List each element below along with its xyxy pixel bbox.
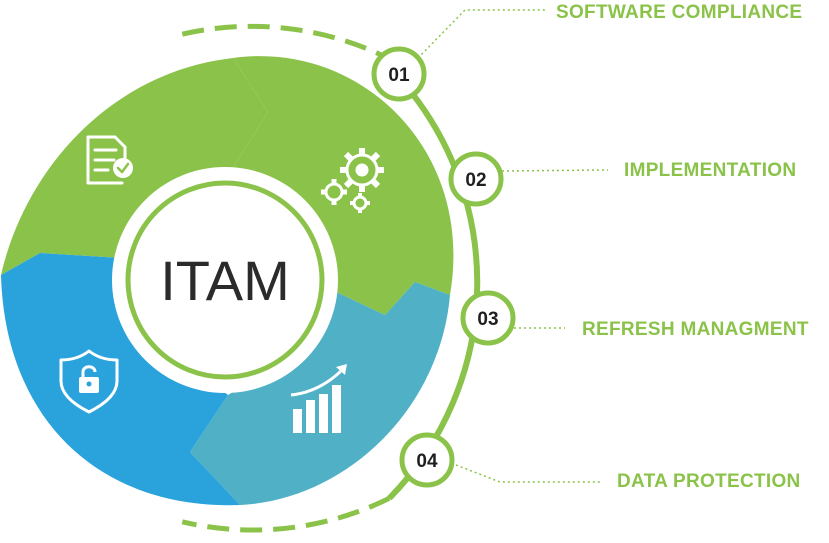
step-number-01: 01 (371, 46, 427, 102)
outer-dashed-arc (181, 496, 391, 533)
inner-ring-stroke (125, 180, 325, 380)
step-number-04: 04 (399, 432, 455, 488)
center-title: ITAM (160, 249, 290, 312)
segment-refresh-management (190, 282, 450, 505)
segment-software-compliance (1, 58, 268, 275)
step-label-software-compliance: SOFTWARE COMPLIANCE (556, 2, 803, 23)
step-number-03: 03 (460, 290, 516, 346)
step-label-data-protection: DATA PROTECTION (617, 471, 801, 492)
svg-text:04: 04 (416, 451, 438, 472)
connector-01 (417, 9, 545, 59)
inner-ring-inner (135, 190, 315, 370)
segment-shape (1, 58, 268, 275)
connector-04 (455, 464, 600, 483)
svg-text:02: 02 (465, 170, 486, 191)
shield-lock-icon (59, 349, 119, 414)
bar-chart-growth-icon (290, 364, 347, 433)
segment-shape (190, 282, 450, 505)
document-check-icon (86, 135, 133, 185)
gears-icon (321, 148, 384, 213)
step-label-implementation: IMPLEMENTATION (624, 160, 797, 181)
svg-text:03: 03 (477, 309, 498, 330)
connector-02 (501, 169, 609, 172)
segment-data-protection (1, 253, 240, 506)
outer-dashed-arc (181, 23, 386, 59)
svg-text:01: 01 (388, 65, 410, 86)
step-label-refresh-management: REFRESH MANAGMENT (582, 319, 809, 340)
step-number-02: 02 (448, 151, 504, 207)
segment-shape (1, 253, 240, 506)
